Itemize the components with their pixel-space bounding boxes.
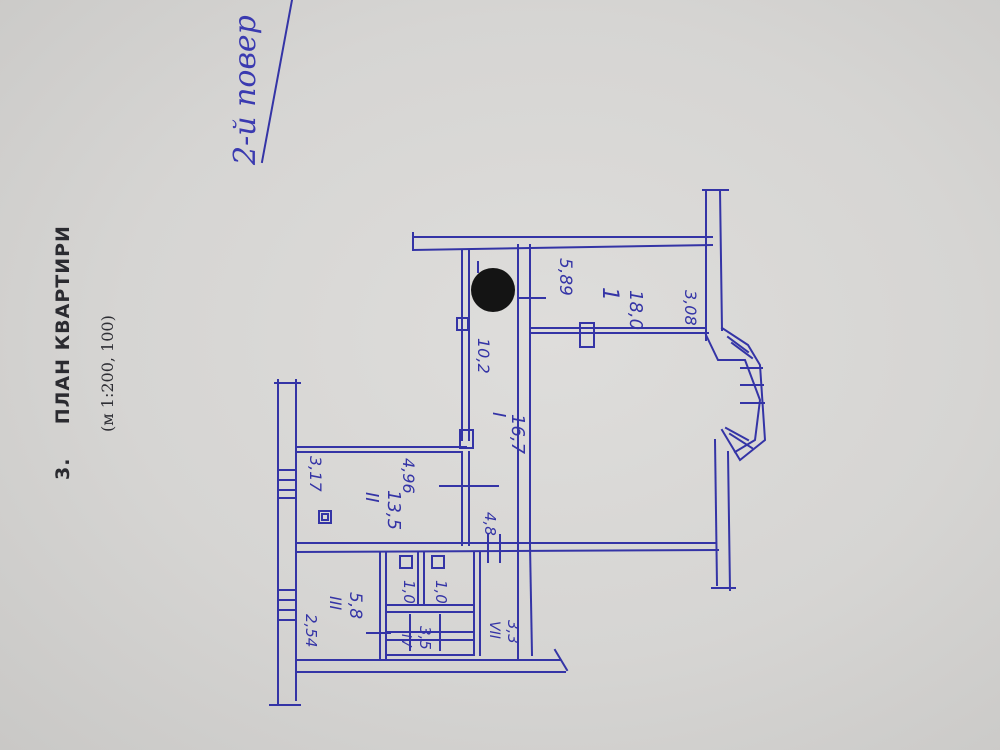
window-mullion <box>728 432 754 450</box>
door-mark <box>579 322 595 348</box>
room-1-label: 1 <box>597 287 622 301</box>
room-i-area: 16,7 <box>507 414 528 455</box>
room-i-label: I <box>488 412 509 417</box>
small-room-area-a: 1,0 <box>400 580 418 604</box>
column-mark <box>459 429 474 449</box>
room-iii-label: III <box>326 596 345 610</box>
wall <box>528 543 534 657</box>
small-room-area-b: 1,0 <box>432 580 450 604</box>
wall <box>718 188 724 332</box>
room-ii-label: II <box>361 492 382 503</box>
wall <box>713 438 719 587</box>
fixture-mark <box>399 555 413 569</box>
room-1-dimension-a: 5,89 <box>555 258 575 296</box>
room-iii-area: 5,8 <box>345 592 365 619</box>
vent-mark <box>318 510 332 524</box>
room-ii-dimension-c: 4,8 <box>481 512 499 536</box>
room-vii-area: 3,3 <box>504 620 522 644</box>
wall <box>294 548 720 554</box>
room-1-dimension-b: 3,08 <box>681 290 700 326</box>
room-iv-area: 3,5 <box>416 626 434 650</box>
bay-window <box>704 333 762 454</box>
room-ii-dimension-a: 4,96 <box>399 458 418 494</box>
room-iv-label: IV <box>398 634 413 648</box>
room-ii-area: 13,5 <box>383 490 404 530</box>
room-vii-label: VII <box>486 621 502 639</box>
room-1-area: 18,0 <box>625 290 646 330</box>
wall <box>553 648 569 672</box>
fixture-mark <box>431 555 445 569</box>
wall <box>411 243 714 252</box>
redaction-mark <box>471 268 515 312</box>
room-i-dimension: 10,2 <box>474 338 493 374</box>
column-mark <box>456 317 469 331</box>
window-mullion <box>724 426 750 442</box>
window-mullion <box>726 335 750 354</box>
room-iii-dimension: 2,54 <box>302 614 320 647</box>
vent-mark <box>321 513 329 521</box>
wall <box>726 450 732 592</box>
room-ii-dimension-b: 3,17 <box>306 456 325 492</box>
floor-note-underline <box>260 0 294 164</box>
window-mullion <box>730 341 754 360</box>
